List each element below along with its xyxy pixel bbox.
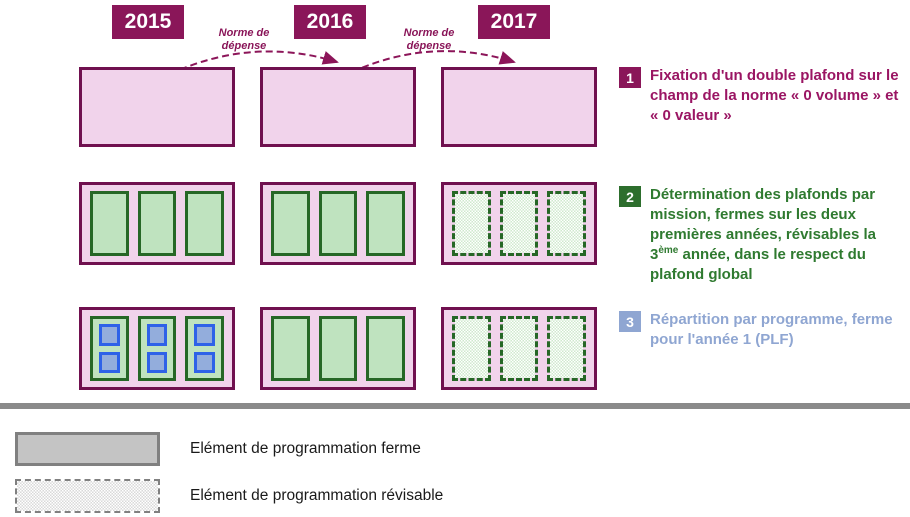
annotation-2-text: Détermination des plafonds par mission, …	[650, 186, 876, 283]
norme-depense-label-2: Norme de dépense	[403, 27, 455, 52]
mission-box-firm	[318, 191, 358, 256]
cell-repartition-programmes-2017	[441, 307, 597, 390]
annotation-3: 3 Répartition par programme, ferme pour …	[619, 310, 908, 350]
cell-plafond-global-2015	[79, 67, 235, 147]
legend-label-ferme: Elément de programmation ferme	[190, 440, 421, 457]
legend-row-ferme: Elément de programmation ferme	[15, 432, 421, 466]
mission-box-firm	[366, 316, 406, 381]
year-label-2016: 2016	[294, 5, 366, 39]
program-box	[99, 351, 120, 373]
diagram-row-plafonds-par-mission	[79, 182, 597, 265]
mission-box-firm	[137, 316, 177, 381]
legend-row-revisable: Elément de programmation révisable	[15, 479, 443, 513]
program-box	[146, 324, 168, 346]
mission-box-firm	[271, 316, 310, 381]
annotation-1-text: Fixation d'un double plafond sur le cham…	[650, 67, 899, 124]
mission-box-firm	[185, 316, 225, 381]
cell-plafond-global-2017	[441, 67, 597, 147]
cell-plafonds-par-mission-2016	[260, 182, 416, 265]
mission-box-firm	[90, 191, 129, 256]
mission-box-revisable	[547, 191, 587, 256]
cell-repartition-programmes-2015	[79, 307, 235, 390]
section-divider	[0, 403, 910, 409]
mission-box-firm	[366, 191, 406, 256]
annotation-2: 2 Détermination des plafonds par mission…	[619, 185, 908, 285]
mission-box-revisable	[452, 316, 491, 381]
annotation-1: 1 Fixation d'un double plafond sur le ch…	[619, 66, 908, 126]
cell-plafond-global-2016	[260, 67, 416, 147]
diagram-row-repartition-programmes	[79, 307, 597, 390]
mission-box-revisable	[499, 191, 539, 256]
program-box	[146, 351, 168, 373]
cell-plafonds-par-mission-2017	[441, 182, 597, 265]
mission-box-firm	[271, 191, 310, 256]
year-label-2017: 2017	[478, 5, 550, 39]
program-box	[194, 351, 216, 373]
program-box	[194, 324, 216, 346]
annotation-3-text: Répartition par programme, ferme pour l'…	[650, 311, 893, 348]
norme-depense-label-1: Norme de dépense	[218, 27, 270, 52]
diagram-row-plafond-global	[79, 67, 597, 147]
mission-box-revisable	[547, 316, 587, 381]
legend-label-revisable: Elément de programmation révisable	[190, 487, 444, 504]
year-label-2015: 2015	[112, 5, 184, 39]
mission-box-firm	[90, 316, 129, 381]
legend-swatch-revisable	[15, 479, 160, 513]
mission-box-firm	[137, 191, 177, 256]
cell-plafonds-par-mission-2015	[79, 182, 235, 265]
legend-swatch-ferme	[15, 432, 160, 466]
annotation-3-badge: 3	[619, 311, 641, 332]
cell-repartition-programmes-2016	[260, 307, 416, 390]
mission-box-firm	[185, 191, 225, 256]
mission-box-firm	[318, 316, 358, 381]
mission-box-revisable	[452, 191, 491, 256]
annotation-1-badge: 1	[619, 67, 641, 88]
annotation-2-badge: 2	[619, 186, 641, 207]
program-box	[99, 324, 120, 346]
annotation-2-superscript: ème	[658, 245, 679, 256]
mission-box-revisable	[499, 316, 539, 381]
